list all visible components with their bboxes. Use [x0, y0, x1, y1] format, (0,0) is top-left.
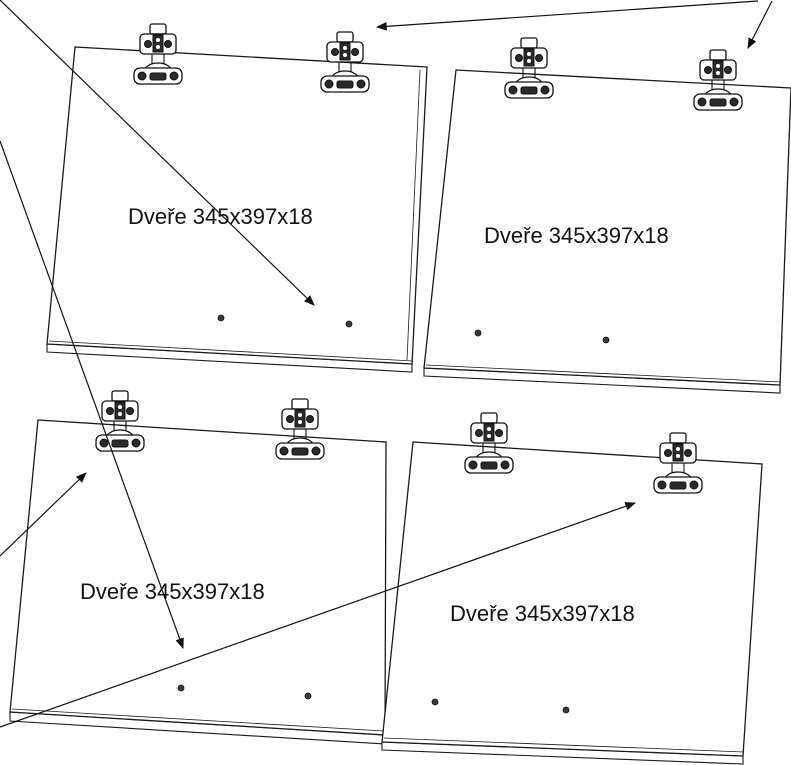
- dowel-hole: [431, 698, 439, 706]
- pointer-arrows: [0, 0, 773, 728]
- door-label-2: Dveře 345x397x18: [484, 223, 669, 248]
- dowel-hole: [345, 320, 353, 328]
- dowel-hole: [217, 314, 225, 322]
- door-panel-4: Dveře 345x397x18: [381, 441, 763, 765]
- dowel-hole: [304, 692, 312, 700]
- door-label-4: Dveře 345x397x18: [450, 601, 635, 626]
- hinge-icon: [464, 412, 514, 474]
- pointer-arrow: [0, 472, 87, 557]
- door-panel-2: Dveře 345x397x18: [423, 69, 791, 394]
- pointer-arrow: [375, 0, 759, 31]
- dowel-hole: [602, 336, 610, 344]
- door-label-1: Dveře 345x397x18: [128, 204, 313, 229]
- door-panel-1: Dveře 345x397x18: [46, 46, 428, 373]
- dowel-hole: [474, 329, 482, 337]
- hinge-icon: [693, 49, 743, 111]
- pointer-arrow: [0, 140, 184, 650]
- dowel-hole: [177, 684, 185, 692]
- door-label-3: Dveře 345x397x18: [80, 579, 265, 604]
- hinge-icon: [504, 37, 554, 99]
- hinge-icon: [275, 398, 325, 460]
- dowel-hole: [562, 706, 570, 714]
- pointer-arrow: [747, 0, 773, 49]
- door-panel-3: Dveře 345x397x18: [9, 419, 387, 745]
- pointer-arrow: [0, 502, 637, 728]
- pointer-arrow: [0, 0, 315, 306]
- hinge-icon: [95, 390, 145, 452]
